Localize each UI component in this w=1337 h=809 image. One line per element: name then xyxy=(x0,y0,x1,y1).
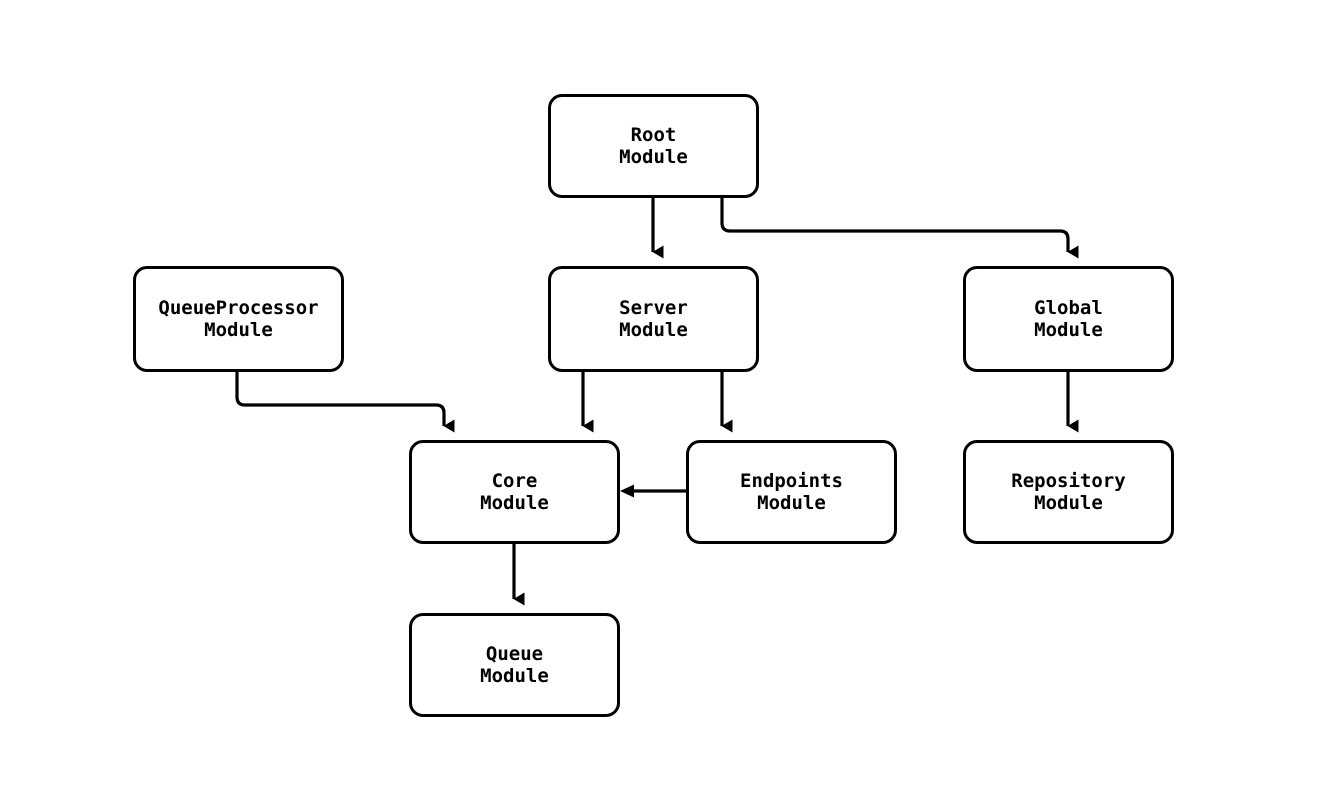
node-repository-module[interactable]: Repository Module xyxy=(963,440,1174,544)
edge-queueprocessor-core xyxy=(235,372,455,433)
edge-root-global xyxy=(720,198,1079,259)
node-root-module-label-line1: Root xyxy=(630,124,677,146)
node-queue-module[interactable]: Queue Module xyxy=(409,613,620,717)
node-core-module-label: Core Module xyxy=(480,470,549,514)
node-queueprocessor-module[interactable]: QueueProcessor Module xyxy=(133,266,344,372)
node-root-module-label: Root Module xyxy=(619,124,688,168)
node-core-module-label-line2: Module xyxy=(480,492,549,514)
node-root-module[interactable]: Root Module xyxy=(548,94,759,198)
node-queue-module-label-line1: Queue xyxy=(485,643,544,665)
node-repository-module-label: Repository Module xyxy=(1011,470,1125,514)
node-global-module-label: Global Module xyxy=(1034,297,1103,341)
node-core-module[interactable]: Core Module xyxy=(409,440,620,544)
node-root-module-label-line2: Module xyxy=(619,146,688,168)
node-global-module[interactable]: Global Module xyxy=(963,266,1174,372)
node-endpoints-module[interactable]: Endpoints Module xyxy=(686,440,897,544)
node-queue-module-label-line2: Module xyxy=(480,665,549,687)
node-endpoints-module-label-line1: Endpoints xyxy=(740,470,843,492)
node-repository-module-label-line2: Module xyxy=(1034,492,1103,514)
node-queueprocessor-module-label-line2: Module xyxy=(204,319,273,341)
node-endpoints-module-label-line2: Module xyxy=(757,492,826,514)
node-server-module[interactable]: Server Module xyxy=(548,266,759,372)
node-queue-module-label: Queue Module xyxy=(480,643,549,687)
node-queueprocessor-module-label-line1: QueueProcessor xyxy=(158,297,319,319)
node-queueprocessor-module-label: QueueProcessor Module xyxy=(158,297,318,341)
node-server-module-label: Server Module xyxy=(619,297,688,341)
node-server-module-label-line2: Module xyxy=(619,319,688,341)
node-server-module-label-line1: Server xyxy=(619,297,688,319)
node-global-module-label-line1: Global xyxy=(1034,297,1103,319)
node-core-module-label-line1: Core xyxy=(491,470,538,492)
node-endpoints-module-label: Endpoints Module xyxy=(740,470,843,514)
node-global-module-label-line2: Module xyxy=(1034,319,1103,341)
node-repository-module-label-line1: Repository xyxy=(1011,470,1126,492)
edge-endpoints-core xyxy=(620,484,686,498)
